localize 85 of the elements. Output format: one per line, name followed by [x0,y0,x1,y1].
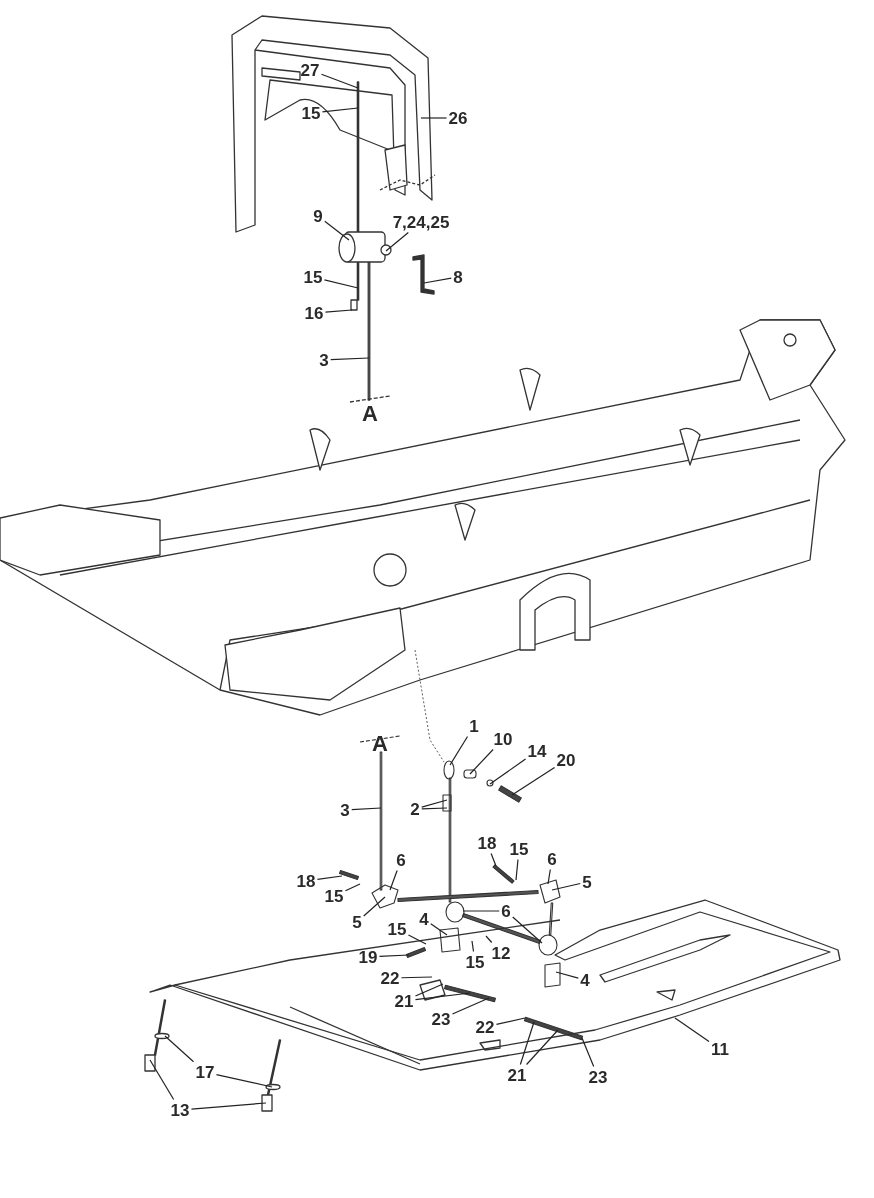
callout-number: 7,24,25 [392,213,450,231]
callout-number: 18 [296,872,316,890]
leader-line [323,279,359,289]
callout-number: 15 [387,920,407,938]
callout-number: 16 [304,304,324,322]
leader-line [515,858,519,881]
callout-number: 23 [588,1068,608,1086]
callout-number: 22 [380,969,400,987]
leader-line [407,934,427,945]
leader-line [149,1059,175,1101]
callout-number: 3 [319,351,329,369]
callout-number: 18 [477,834,497,852]
leader-line [316,875,343,880]
callout-number: 6 [547,850,557,868]
leader-line [489,758,527,785]
callout-number: 22 [475,1018,495,1036]
leader-line [420,117,448,119]
leader-line [471,940,475,953]
leader-line [400,976,433,979]
callout-number: 4 [419,910,429,928]
leader-line [324,220,350,241]
callout-number: 14 [527,742,547,760]
callout-number: 11 [711,1040,729,1058]
callout-number: 27 [300,61,320,79]
callout-number: 2 [410,800,420,818]
leader-line [674,1017,710,1043]
leader-line [351,807,382,811]
callout-number: 5 [582,873,592,891]
leader-line [485,935,493,944]
callout-number: 8 [453,268,463,286]
callout-number: 5 [352,913,362,931]
leader-line [321,107,359,113]
callout-number: 10 [493,730,513,748]
leader-line [414,992,471,1001]
leader-line [414,983,444,997]
leader-line [385,231,409,252]
callout-number: 15 [509,840,529,858]
section-marker-label: A [372,733,388,755]
leader-line [344,883,361,892]
leader-line [451,997,490,1015]
callout-number: 6 [396,851,406,869]
leader-line [512,916,543,944]
leader-line [421,807,448,810]
callout-number: 17 [195,1063,215,1081]
callout-number: 15 [465,953,485,971]
callout-number: 20 [556,751,576,769]
callout-number: 26 [448,109,468,127]
leader-line [389,869,398,891]
leader-line [423,277,452,284]
callout-number: 13 [170,1101,190,1119]
callout-number: 23 [431,1010,451,1028]
callout-number: 9 [313,207,323,225]
leader-line [469,748,494,775]
callout-number: 4 [580,971,590,989]
callout-number: 12 [491,944,511,962]
callout-number: 6 [501,902,511,920]
leader-line [324,309,353,313]
callout-number: 1 [469,717,479,735]
leader-line [430,923,448,936]
leader-line [547,868,551,885]
callout-number: 15 [301,104,321,122]
leader-line [519,1021,535,1066]
leader-line [378,954,410,958]
leader-line [215,1073,273,1088]
callout-number: 15 [303,268,323,286]
leader-line [490,852,497,867]
callout-number: 19 [358,948,378,966]
leader-line [511,766,556,796]
callout-number: 15 [324,887,344,905]
callout-number: 21 [394,992,414,1010]
leader-line [330,357,370,361]
leader-line [495,1017,526,1025]
leader-line [363,896,386,917]
leader-line [421,799,448,808]
leader-line [164,1035,195,1063]
leader-line [190,1102,267,1110]
leader-line [555,971,579,979]
leader-line [581,1037,595,1068]
leader-line [525,1029,559,1066]
leader-line [551,882,581,891]
leader-line [449,735,469,766]
leader-line [462,910,500,912]
callout-number: 3 [340,801,350,819]
callout-number: 21 [507,1066,527,1084]
section-marker-label: A [362,403,378,425]
